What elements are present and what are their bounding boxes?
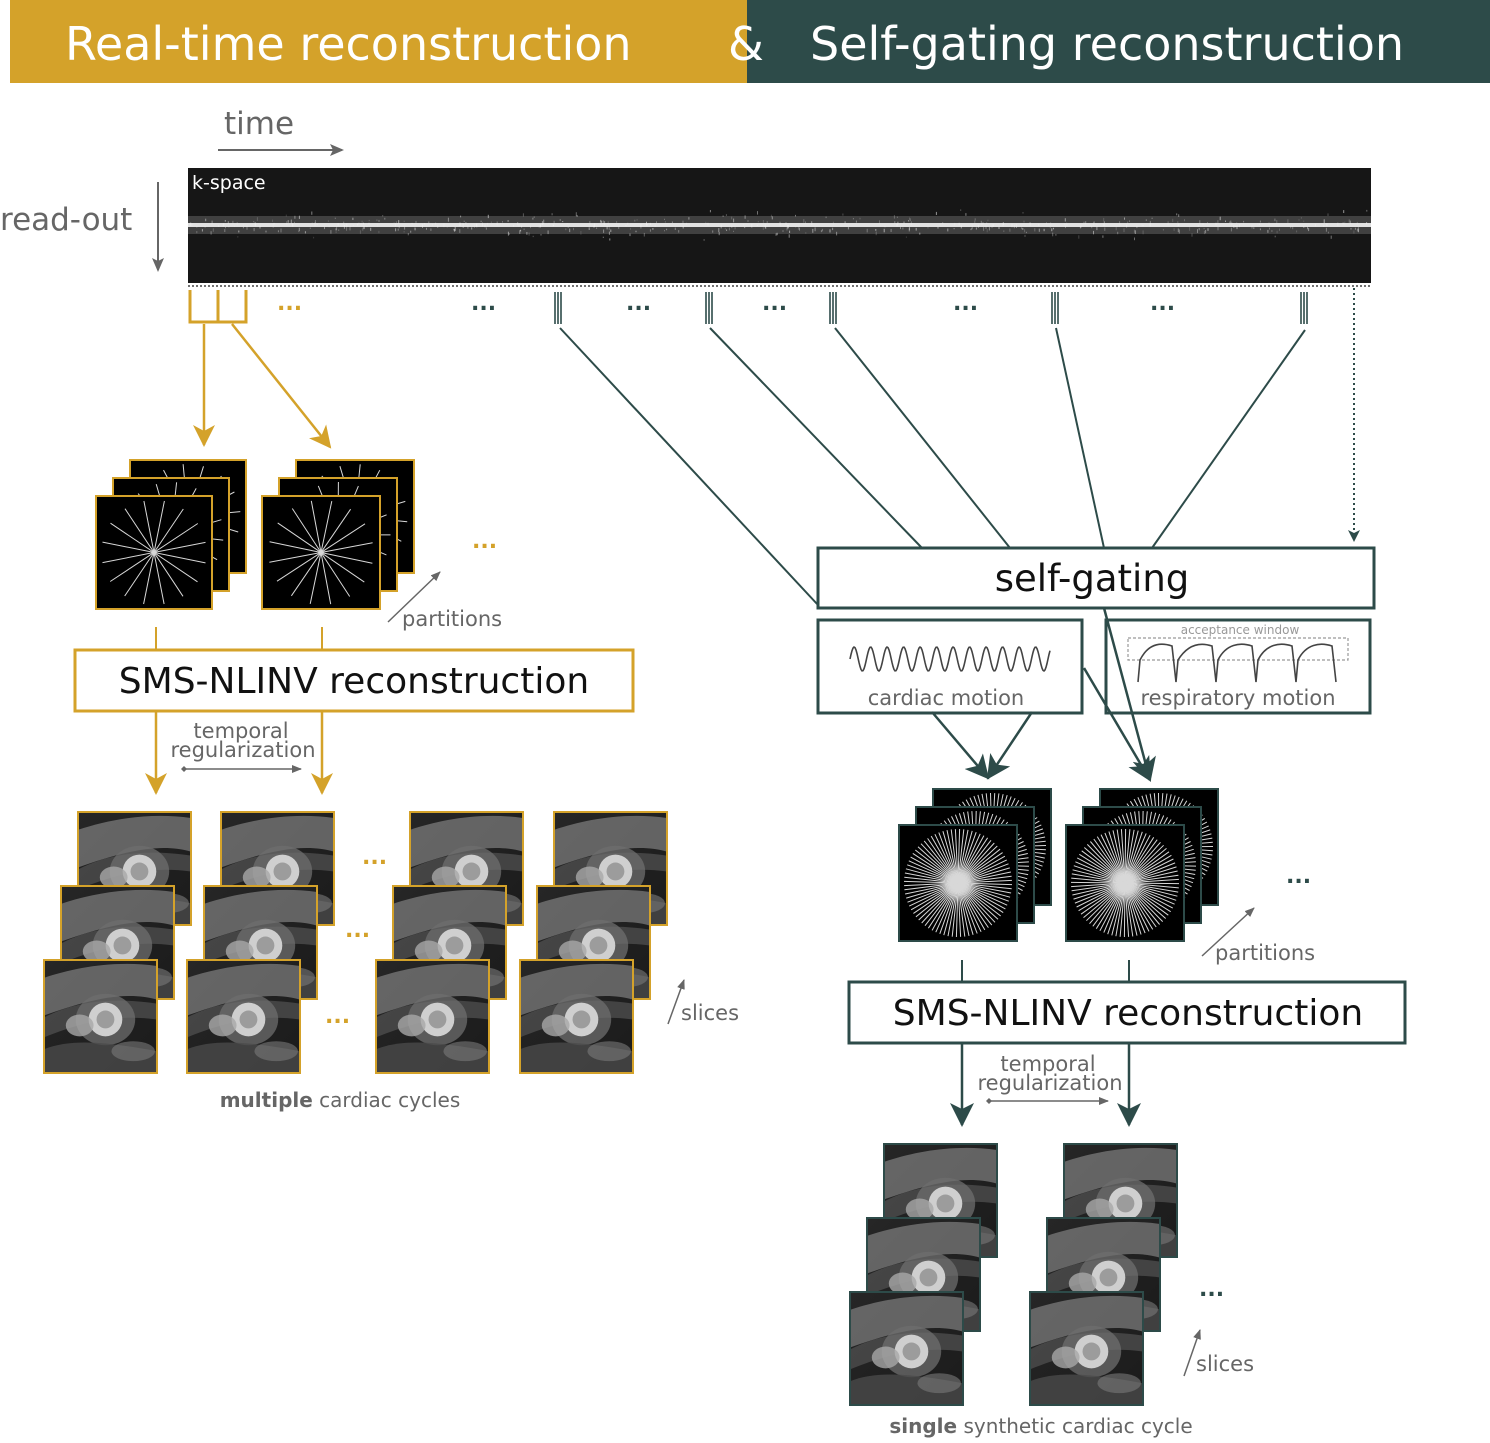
left-caption-rest: cardiac cycles <box>313 1088 460 1112</box>
right-mri-stack-1-layer-3 <box>849 1291 964 1406</box>
header-right-band <box>747 0 1490 83</box>
ellipsis-right-mri: ... <box>1199 1277 1224 1302</box>
left-mri-stack-4-layer-3 <box>519 959 634 1074</box>
right-radial-stack-2-layer-3 <box>1065 824 1185 942</box>
header: Real-time reconstruction & Self-gating r… <box>10 0 1490 83</box>
segment-markers: ... ... ... ... ... ... <box>188 290 1308 324</box>
kspace-strip: k-space <box>188 168 1371 287</box>
teal-bar-3 <box>829 292 837 324</box>
header-left-band <box>10 0 747 83</box>
teal-bar-1 <box>554 292 562 324</box>
self-gating-box: self-gating <box>816 546 1376 610</box>
header-right-title: Self-gating reconstruction <box>810 17 1404 71</box>
right-temporal-line2: regularization <box>977 1071 1122 1095</box>
ellipsis-left-mri-3: ... <box>325 1004 350 1029</box>
cardiac-motion-box: cardiac motion <box>816 618 1084 715</box>
teal-bar-4 <box>1051 292 1059 324</box>
right-recon-box: SMS-NLINV reconstruction <box>847 980 1407 1045</box>
left-radial-stacks <box>95 459 415 610</box>
slices-label-right: slices <box>1196 1352 1254 1376</box>
partitions-label-left: partitions <box>402 607 502 631</box>
ellipsis-left-radial: ... <box>472 529 497 554</box>
ellipsis-left-mri-1: ... <box>362 845 387 870</box>
slices-label-left: slices <box>681 1001 739 1025</box>
right-caption-rest: synthetic cardiac cycle <box>957 1414 1193 1438</box>
ellipsis-top-2: ... <box>626 291 651 316</box>
cardiac-motion-label: cardiac motion <box>868 686 1024 710</box>
right-caption-bold: single <box>889 1414 957 1438</box>
readout-label: read-out <box>0 202 132 238</box>
left-mri-stacks <box>43 811 668 1074</box>
header-left-title: Real-time reconstruction <box>65 17 632 71</box>
acceptance-window-rect <box>1127 637 1349 661</box>
right-mri-stack-2-layer-3 <box>1029 1291 1144 1406</box>
ellipsis-top-5: ... <box>1150 291 1175 316</box>
self-gating-label: self-gating <box>995 557 1190 600</box>
kspace-center-glow <box>188 216 1371 234</box>
respiratory-motion-label: respiratory motion <box>1140 686 1335 710</box>
left-caption: multiple cardiac cycles <box>220 1088 461 1112</box>
teal-bar-5 <box>1300 292 1308 324</box>
left-caption-bold: multiple <box>220 1088 313 1112</box>
left-mri-stack-3-layer-3 <box>375 959 490 1074</box>
right-caption: single synthetic cardiac cycle <box>889 1414 1192 1438</box>
left-mri-stack-2-layer-3 <box>186 959 301 1074</box>
ellipsis-top-3: ... <box>762 291 787 316</box>
cardiac-waveform <box>849 645 1051 673</box>
ellipsis-top-4: ... <box>953 291 978 316</box>
right-mri-stacks <box>849 1143 1178 1406</box>
left-radial-stack-1-layer-3 <box>95 495 213 610</box>
left-temporal-line2: regularization <box>170 738 315 762</box>
teal-bar-2 <box>705 292 713 324</box>
right-temporal-line1: temporal <box>1000 1052 1095 1076</box>
gold-arrows-top <box>193 323 332 449</box>
slices-arrow-left <box>667 979 685 1025</box>
left-temporal-line1: temporal <box>193 719 288 743</box>
left-recon-box: SMS-NLINV reconstruction <box>73 648 635 713</box>
left-mri-stack-1-layer-3 <box>43 959 158 1074</box>
right-recon-label: SMS-NLINV reconstruction <box>893 993 1363 1034</box>
ellipsis-right-radial: ... <box>1286 864 1311 889</box>
slices-arrow-right <box>1183 1329 1201 1377</box>
ellipsis-gold-top: ... <box>277 291 302 316</box>
acceptance-window-label: acceptance window <box>1181 623 1300 637</box>
partitions-arrow-left <box>387 571 441 623</box>
gold-bracket <box>188 290 248 324</box>
teal-arrows-mid <box>931 607 1156 782</box>
time-label: time <box>224 106 294 142</box>
right-radial-stacks <box>898 788 1219 942</box>
respiratory-waveform <box>1137 643 1337 683</box>
axes: time read-out <box>0 106 344 272</box>
header-ampersand: & <box>728 17 764 71</box>
kspace-center-line <box>188 223 1371 227</box>
gold-arrow-2 <box>231 323 332 449</box>
partitions-arrow-right <box>1201 907 1255 957</box>
left-recon-label: SMS-NLINV reconstruction <box>119 661 589 702</box>
right-radial-stack-1-layer-3 <box>898 824 1018 942</box>
left-radial-stack-2-layer-3 <box>261 495 381 610</box>
ellipsis-left-mri-2: ... <box>345 918 370 943</box>
respiratory-motion-box: acceptance window respiratory motion <box>1104 618 1372 715</box>
partitions-label-right: partitions <box>1215 941 1315 965</box>
teal-lines <box>559 288 1360 606</box>
ellipsis-top-1: ... <box>471 291 496 316</box>
kspace-label: k-space <box>192 172 266 194</box>
